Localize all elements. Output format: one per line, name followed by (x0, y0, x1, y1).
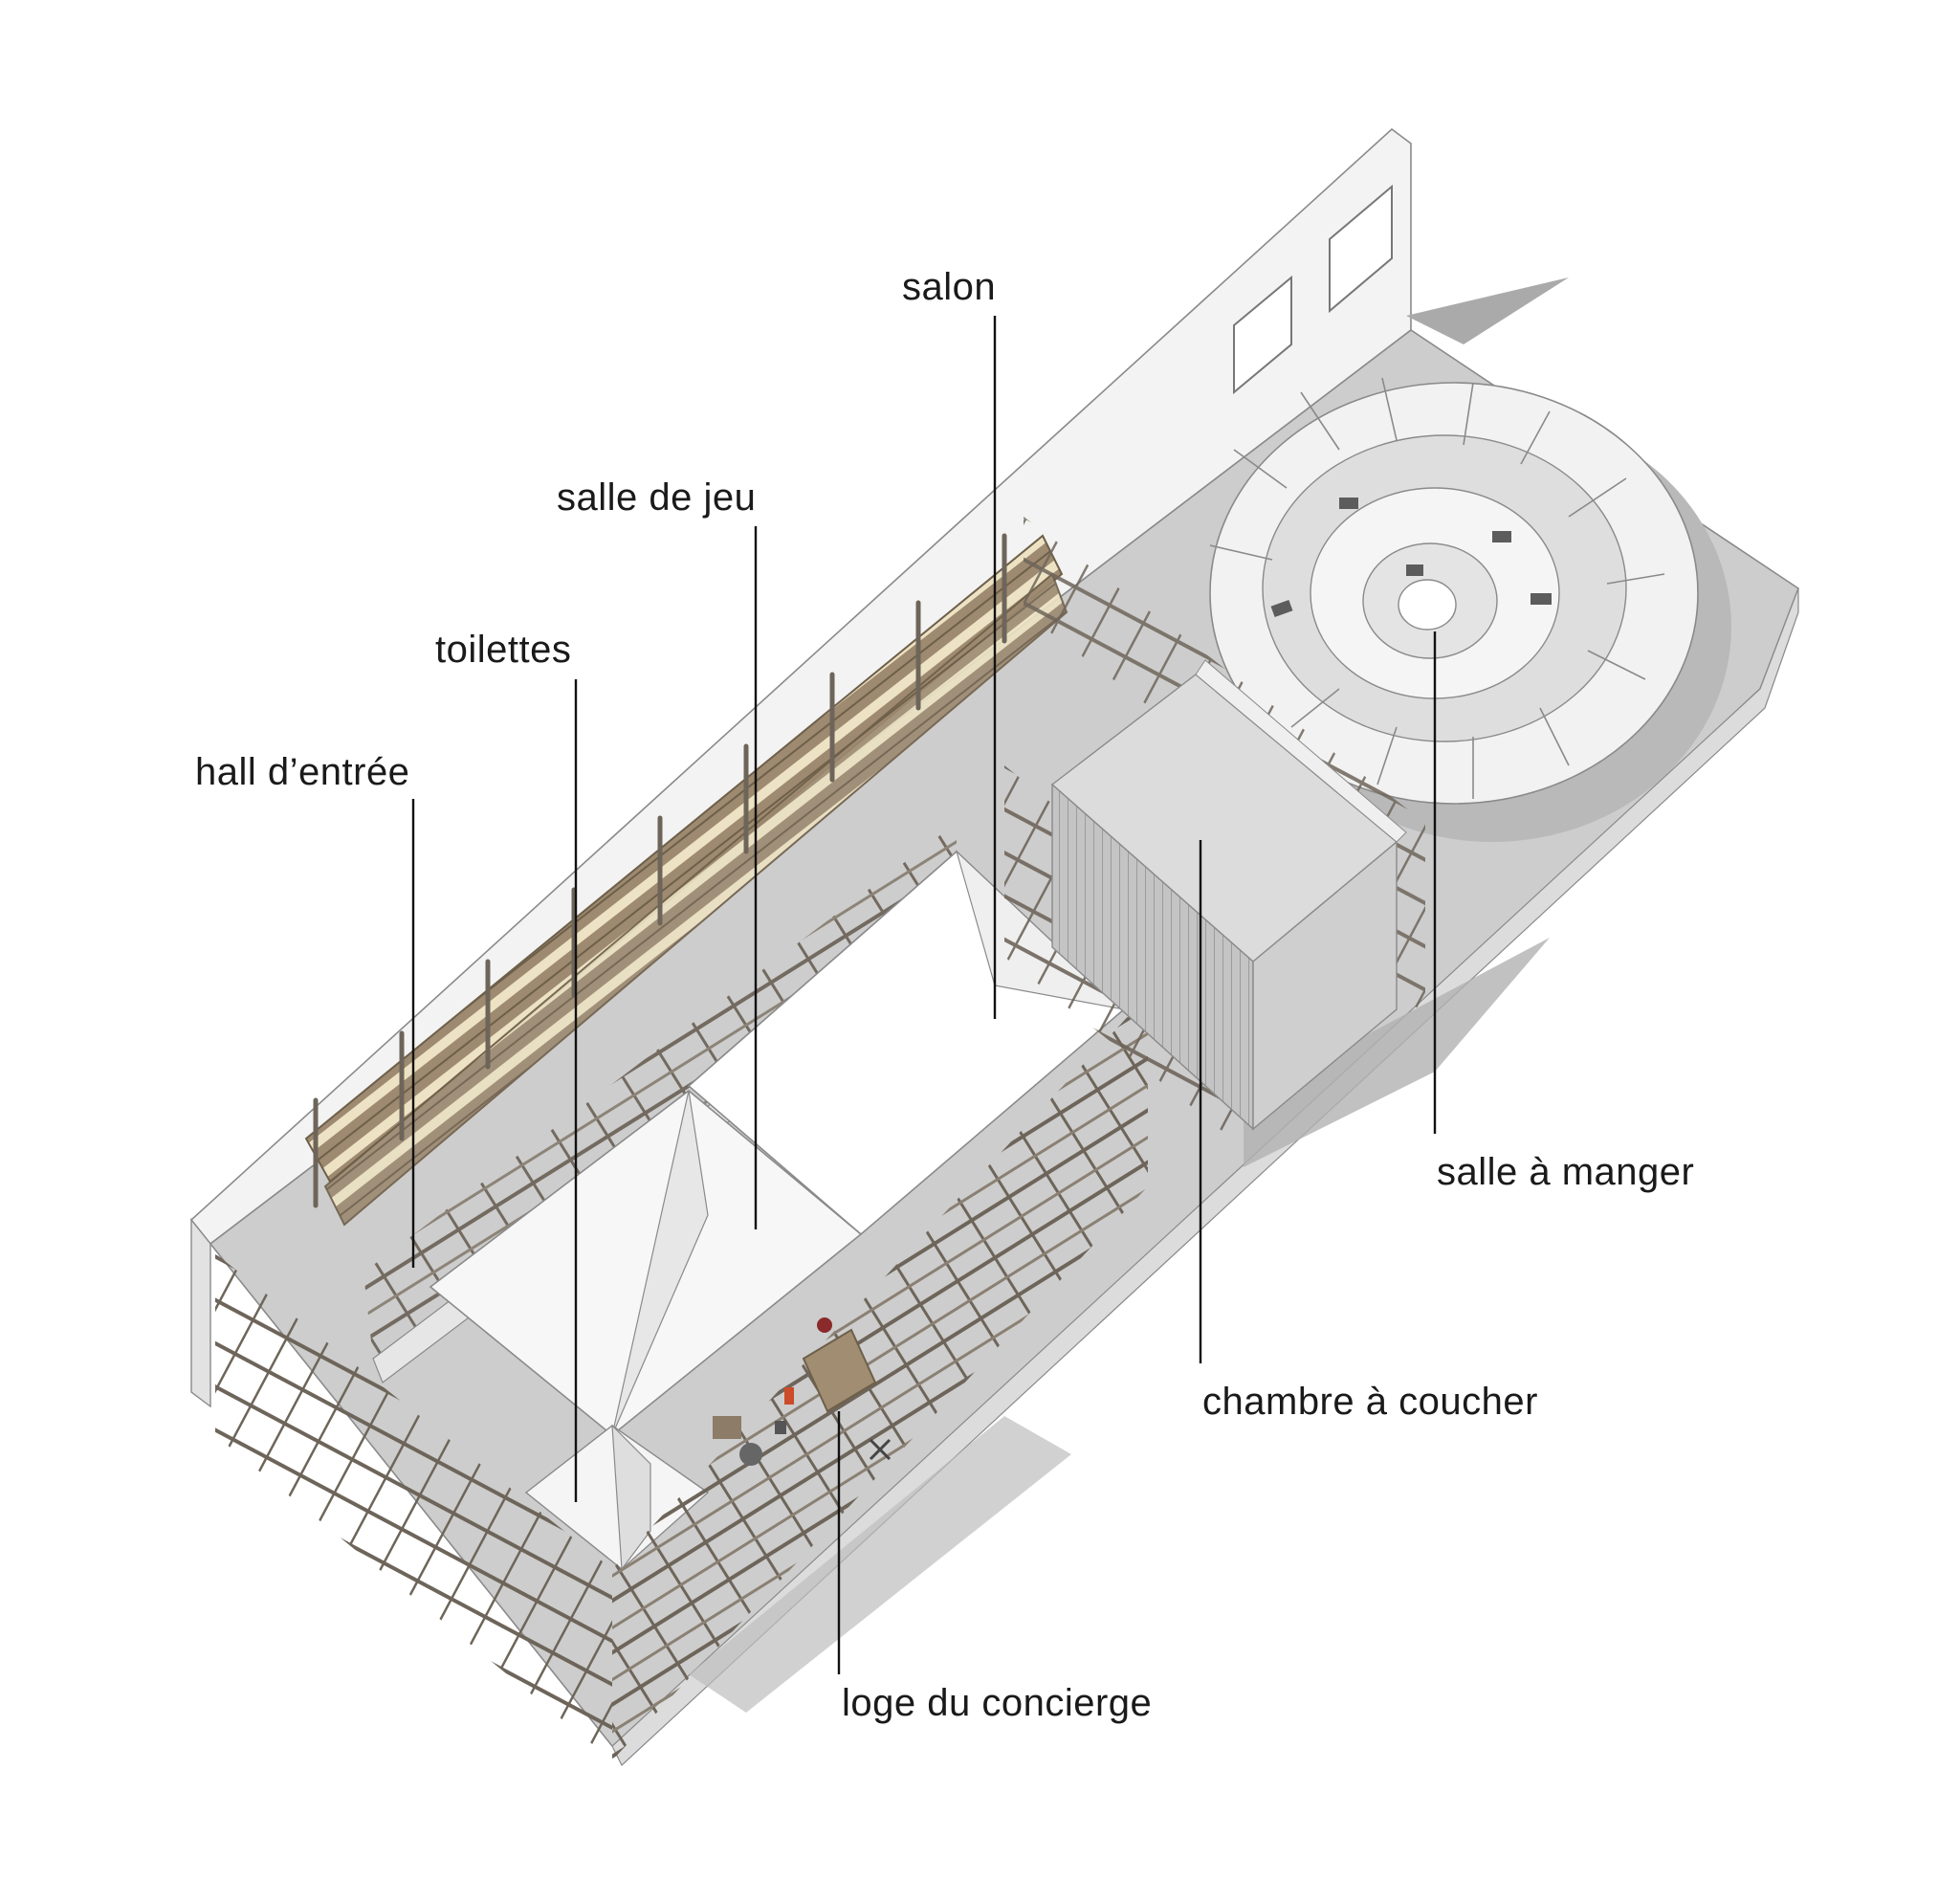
label-loge-du-concierge: loge du concierge (842, 1682, 1152, 1724)
shadow-area (1406, 277, 1569, 344)
shadow-area-2 (1244, 938, 1550, 1167)
wall-side (190, 1218, 211, 1408)
label-salle-de-jeu: salle de jeu (557, 476, 756, 519)
labels: salon salle de jeu toilettes hall d’entr… (195, 266, 1694, 1724)
label-hall-entree: hall d’entrée (195, 751, 409, 793)
label-chambre-a-coucher: chambre à coucher (1202, 1381, 1538, 1423)
label-salon: salon (902, 266, 996, 308)
window-1 (1233, 275, 1292, 395)
corridor-shelving (304, 533, 1068, 1227)
loge-objects (713, 1317, 892, 1466)
leader-lines (411, 316, 1437, 1674)
window-2 (1329, 184, 1393, 314)
toilettes-volume (524, 1424, 710, 1571)
spiral-dining (1209, 377, 1731, 842)
label-toilettes: toilettes (435, 629, 571, 671)
shadow-area-3 (689, 1416, 1071, 1713)
chambre-box (1050, 659, 1407, 1131)
label-salle-a-manger: salle à manger (1437, 1151, 1694, 1193)
